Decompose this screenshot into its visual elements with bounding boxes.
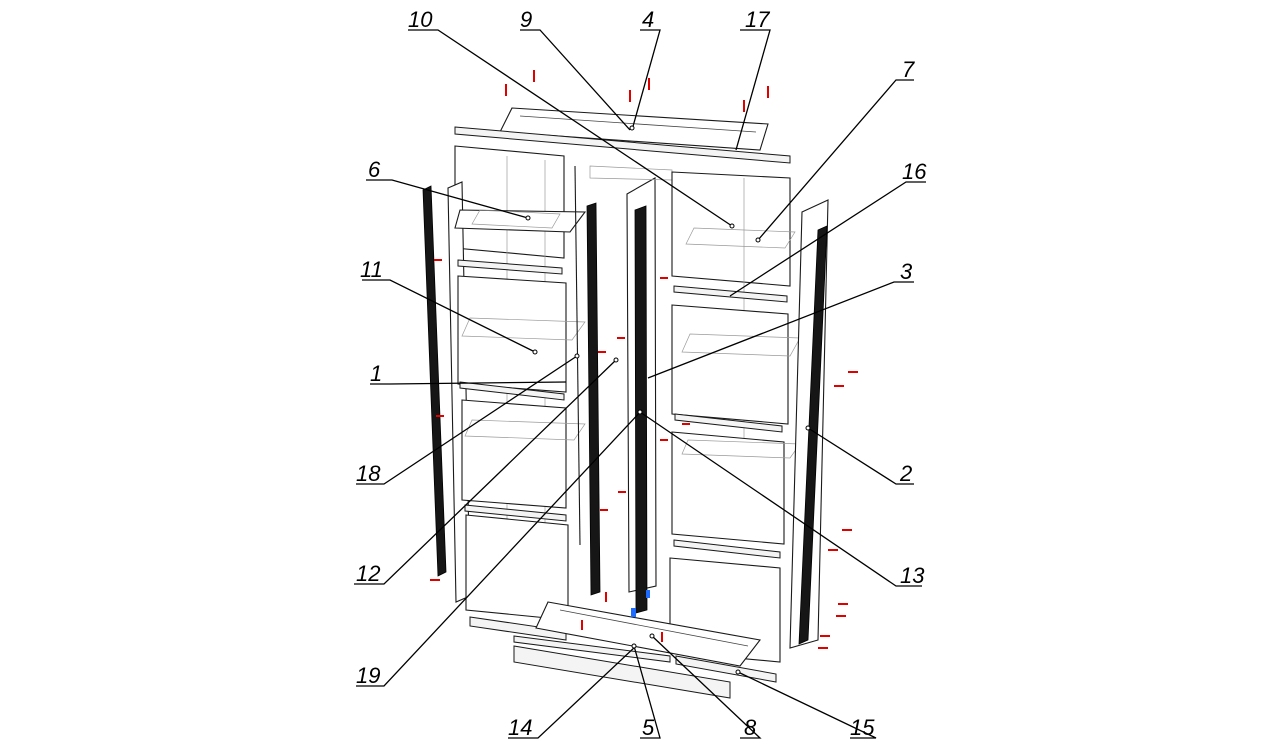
callout-17: 17 <box>745 7 770 32</box>
callout-13: 13 <box>900 563 925 588</box>
fasteners-red <box>430 70 858 649</box>
left-shelf-1 <box>454 209 587 233</box>
callout-14: 14 <box>508 715 532 740</box>
fasteners-blue <box>631 590 650 617</box>
right-rail-2 <box>674 413 783 433</box>
plinth-front <box>513 635 777 699</box>
left-trim <box>422 185 447 577</box>
right-upper-panel <box>671 171 796 440</box>
callout-7: 7 <box>902 57 915 82</box>
leader-lines <box>354 29 926 739</box>
left-inner-trim <box>574 165 601 596</box>
left-plinth <box>469 616 567 641</box>
left-rail-1 <box>457 259 563 275</box>
bottom-panel <box>535 601 761 667</box>
callout-3: 3 <box>900 259 913 284</box>
callout-18: 18 <box>356 461 381 486</box>
right-door-3 <box>671 431 801 545</box>
callout-10: 10 <box>408 7 433 32</box>
left-rail-3 <box>464 504 567 522</box>
callout-19: 19 <box>356 663 380 688</box>
right-rail-3 <box>673 539 781 559</box>
left-door-2 <box>457 275 586 393</box>
left-door-3 <box>461 399 586 509</box>
cabinet-drawing <box>422 70 858 699</box>
right-rail-1 <box>673 285 788 303</box>
callout-1: 1 <box>370 361 382 386</box>
callout-labels: 10 9 4 17 7 6 16 11 3 1 18 2 12 13 19 14… <box>356 7 927 740</box>
callout-16: 16 <box>902 159 927 184</box>
left-rail-2 <box>459 381 565 401</box>
callout-6: 6 <box>368 157 381 182</box>
callout-15: 15 <box>850 715 875 740</box>
callout-11: 11 <box>360 257 383 282</box>
right-door-2 <box>671 304 801 425</box>
callout-8: 8 <box>744 715 757 740</box>
leader-dots <box>525 125 811 675</box>
callout-4: 4 <box>642 7 654 32</box>
right-trim <box>798 225 828 645</box>
callout-5: 5 <box>642 715 655 740</box>
callout-2: 2 <box>899 461 912 486</box>
callout-12: 12 <box>356 561 380 586</box>
center-partition <box>589 165 673 614</box>
callout-9: 9 <box>520 7 532 32</box>
